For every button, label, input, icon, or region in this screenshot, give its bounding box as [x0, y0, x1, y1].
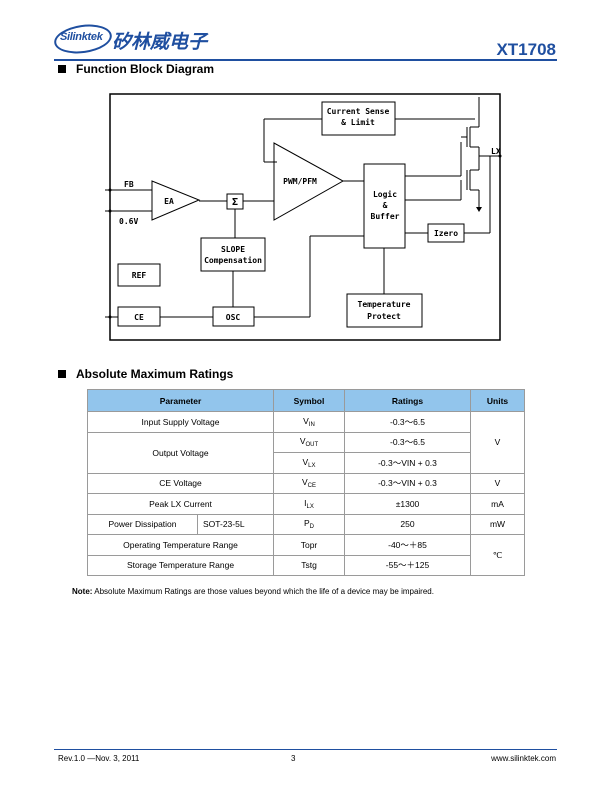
- param-cell: Peak LX Current: [87, 493, 274, 515]
- company-name-cn: 矽林威电子: [112, 31, 208, 53]
- temperature-protect-block: [346, 293, 423, 328]
- note-label: Note:: [72, 587, 93, 596]
- symbol-cell: ILX: [273, 493, 345, 515]
- rating-cell: ±1300: [344, 493, 471, 515]
- table-row: VLX -0.3～VIN + 0.3: [88, 452, 525, 474]
- current-sense-label-1: Current Sense: [327, 107, 390, 116]
- footer-rule: [54, 749, 557, 750]
- bullet-square-icon: [58, 370, 66, 378]
- bullet-square-icon: [58, 65, 66, 73]
- ratings-heading: Absolute Maximum Ratings: [58, 367, 233, 381]
- param-cell: CE Voltage: [87, 472, 274, 494]
- symbol-cell: VIN: [273, 411, 345, 433]
- logic-label-1: Logic: [373, 189, 397, 199]
- v06-pin-label: 0.6V: [119, 217, 138, 226]
- pwm-comparator: [273, 142, 345, 221]
- param-cell: Input Supply Voltage: [87, 411, 274, 433]
- note-text: Absolute Maximum Ratings are those value…: [92, 587, 434, 596]
- unit-cell: mW: [470, 513, 525, 535]
- ea-label: EA: [164, 197, 174, 206]
- footer-page-number: 3: [291, 754, 296, 763]
- col-header-ratings: Ratings: [344, 389, 471, 412]
- table-row: Operating Temperature Range Topr -40～＋85…: [87, 534, 525, 576]
- ratings-note: Note: Absolute Maximum Ratings are those…: [72, 587, 434, 596]
- slope-label-1: SLOPE: [221, 245, 245, 254]
- param-cell: Operating Temperature Range: [87, 534, 274, 556]
- symbol-cell: VOUT: [273, 431, 345, 453]
- rating-cell: -0.3～VIN + 0.3: [344, 472, 471, 494]
- ref-label: REF: [132, 271, 147, 280]
- temperature-label-2: Protect: [367, 312, 401, 321]
- izero-label: Izero: [434, 229, 458, 238]
- ea-amplifier: [151, 180, 201, 221]
- part-number: XT1708: [496, 40, 556, 59]
- current-sense-label-2: & Limit: [341, 117, 375, 127]
- temperature-label-1: Temperature: [358, 300, 411, 309]
- absolute-max-ratings-table: Parameter Symbol Ratings Units Input Sup…: [87, 389, 525, 576]
- logic-label-3: Buffer: [371, 212, 400, 221]
- logic-label-2: &: [383, 201, 388, 210]
- symbol-cell: Tstg: [273, 554, 345, 576]
- pwm-label: PWM/PFM: [283, 177, 317, 186]
- table-row: CE Voltage VCE -0.3～VIN + 0.3 V: [87, 472, 525, 494]
- rating-cell: 250: [344, 513, 471, 535]
- unit-cell: V: [470, 411, 525, 474]
- symbol-cell: VLX: [273, 452, 345, 474]
- unit-cell: mA: [470, 493, 525, 515]
- osc-label: OSC: [226, 313, 241, 322]
- rating-cell: -55～＋125: [344, 554, 471, 576]
- table-row: Output Voltage VOUT -0.3～6.5: [87, 431, 525, 474]
- unit-cell: ℃: [470, 534, 525, 576]
- ce-block-label: CE: [134, 313, 144, 322]
- footer-revision: Rev.1.0 —Nov. 3, 2011: [58, 754, 140, 763]
- symbol-cell: Topr: [273, 534, 345, 556]
- block-diagram-heading: Function Block Diagram: [58, 62, 214, 76]
- rating-cell: -40～＋85: [344, 534, 471, 556]
- slope-label-2: Compensation: [204, 255, 262, 265]
- package-cell: SOT-23-5L: [197, 513, 274, 535]
- table-row: Input Supply Voltage VIN -0.3～6.5 V: [87, 411, 525, 474]
- col-header-units: Units: [470, 389, 525, 412]
- table-header-row: Parameter Symbol Ratings Units: [87, 389, 525, 412]
- sigma-label: Σ: [232, 197, 238, 208]
- footer-website[interactable]: www.silinktek.com: [491, 754, 556, 763]
- rating-cell: -0.3～VIN + 0.3: [344, 452, 471, 474]
- header-rule: [54, 59, 557, 61]
- unit-cell: V: [470, 472, 525, 494]
- param-cell: Power Dissipation: [87, 513, 198, 535]
- rating-cell: -0.3～6.5: [344, 431, 471, 453]
- table-row: Storage Temperature Range Tstg -55～＋125: [87, 554, 525, 576]
- symbol-cell: PD: [273, 513, 345, 535]
- company-logo-text: Silinktek: [60, 31, 103, 43]
- function-block-diagram: Current Sense & Limit PWM/PFM Logic & Bu…: [105, 93, 502, 341]
- table-row: Power Dissipation SOT-23-5L PD 250 mW: [87, 513, 525, 535]
- param-cell: Output Voltage: [87, 431, 274, 474]
- fb-pin-label: FB: [124, 180, 134, 189]
- col-header-symbol: Symbol: [273, 389, 345, 412]
- slope-compensation-block: [200, 237, 266, 272]
- diagram-frame: [109, 93, 501, 341]
- rating-cell: -0.3～6.5: [344, 411, 471, 433]
- param-cell: Storage Temperature Range: [87, 554, 274, 576]
- ref-block: [117, 263, 161, 287]
- col-header-parameter: Parameter: [87, 389, 274, 412]
- table-row: Peak LX Current ILX ±1300 mA: [87, 493, 525, 515]
- symbol-cell: VCE: [273, 472, 345, 494]
- lx-pin-label: LX: [491, 147, 501, 156]
